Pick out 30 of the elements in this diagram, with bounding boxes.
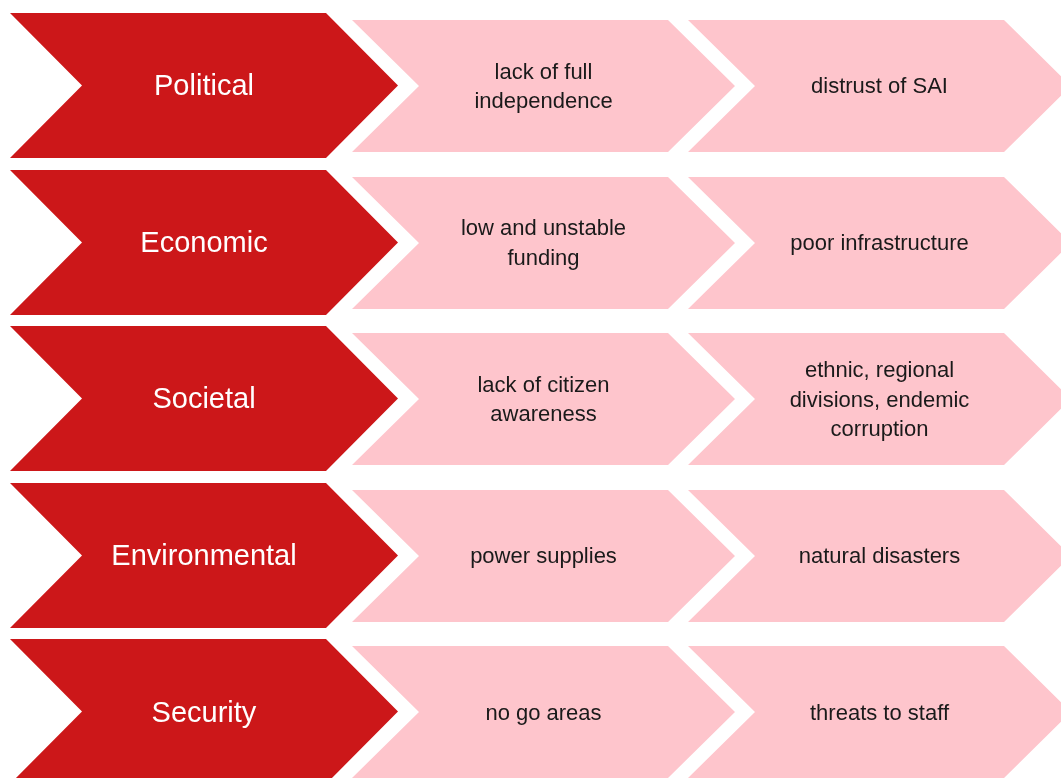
chevron-band [10, 169, 398, 315]
issue-label: natural disasters [798, 542, 961, 571]
chevron-band [352, 646, 735, 778]
issue-label: lack of citizen awareness [476, 370, 611, 429]
chevron-band [352, 333, 735, 466]
issue-label: lack of full independence [473, 57, 614, 115]
issue-label: ethnic, regional divisions, endemic corruption [788, 356, 971, 443]
category-label: Economic [140, 224, 268, 260]
issue-label: power supplies [470, 542, 617, 571]
category-label: Societal [152, 381, 256, 417]
chevron-band [352, 176, 735, 309]
category-label: Security [151, 694, 257, 730]
chevron-band [688, 489, 1061, 622]
issue-label: poor infrastructure [790, 228, 969, 257]
category-label: Political [154, 68, 254, 104]
issue-label: threats to staff [810, 698, 949, 727]
issue-label: distrust of SAI [811, 72, 948, 101]
chevron-band [10, 482, 398, 628]
category-label: Environmental [111, 538, 297, 573]
chevron-band [352, 20, 735, 152]
chevron-band [688, 646, 1061, 778]
issue-label: no go areas [485, 698, 602, 727]
chevron-band [688, 20, 1061, 152]
chevron-band [10, 326, 398, 472]
chevron-band [352, 489, 735, 622]
chevron-band [688, 333, 1061, 466]
chevron-band [10, 13, 398, 158]
issue-label: low and unstable funding [459, 214, 628, 272]
chevron-band [10, 639, 398, 778]
chevron-band [688, 176, 1061, 309]
